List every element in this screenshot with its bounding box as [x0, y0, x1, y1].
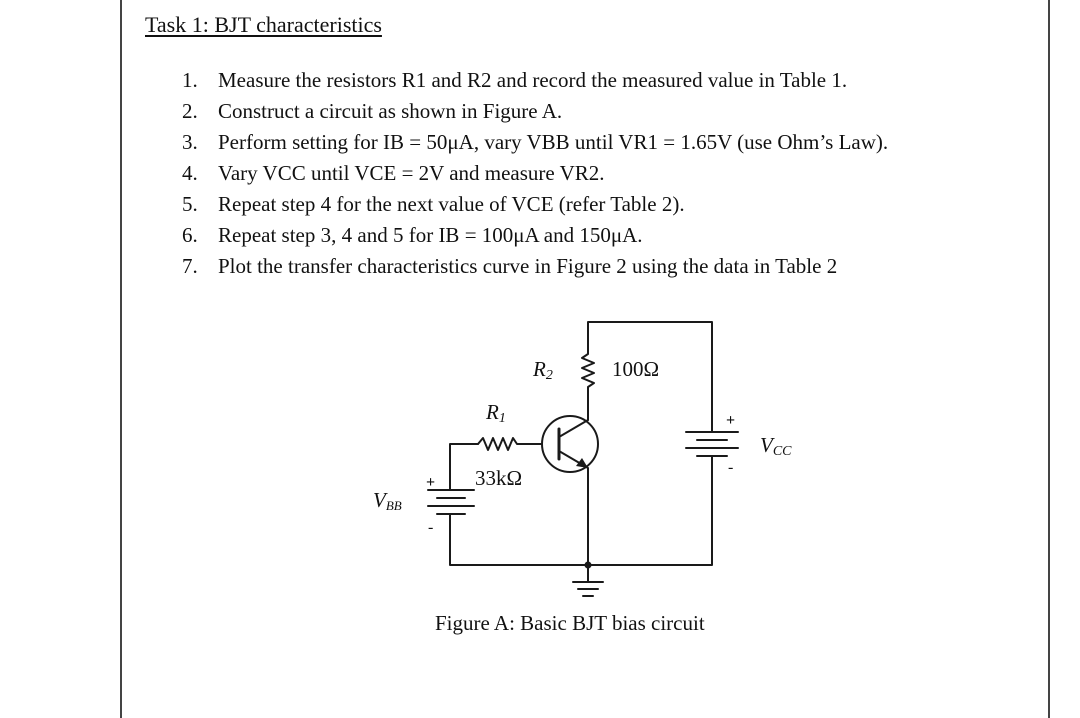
junction-dot [584, 561, 592, 569]
step-number: 2. [182, 99, 198, 123]
transistor-body [541, 415, 599, 473]
step-number: 4. [182, 161, 198, 185]
wire-top [587, 321, 713, 433]
step-text: Construct a circuit as shown in Figure A… [218, 99, 563, 123]
vbb-minus: - [428, 519, 433, 536]
list-item: 1. Measure the resistors R1 and R2 and re… [182, 65, 888, 96]
step-number: 5. [182, 192, 198, 216]
vbb-plus: + [426, 474, 435, 491]
r2-label: R2 [532, 357, 553, 383]
step-number: 7. [182, 254, 198, 278]
step-number: 1. [182, 68, 198, 92]
step-text: Vary VCC until VCE = 2V and measure VR2. [218, 161, 605, 185]
list-item: 6. Repeat step 3, 4 and 5 for IB = 100μA … [182, 220, 888, 251]
step-text: Repeat step 3, 4 and 5 for IB = 100μA an… [218, 223, 643, 247]
list-item: 3. Perform setting for IB = 50μA, vary VB… [182, 127, 888, 158]
page-frame [120, 0, 1050, 718]
vcc-minus: - [728, 459, 733, 476]
wire-right [449, 455, 713, 566]
r2-resistor [581, 346, 595, 421]
step-list: 1. Measure the resistors R1 and R2 and re… [182, 65, 888, 282]
list-item: 2. Construct a circuit as shown in Figure… [182, 96, 888, 127]
step-text: Perform setting for IB = 50μA, vary VBB … [218, 130, 889, 154]
list-item: 5. Repeat step 4 for the next value of VC… [182, 189, 888, 220]
transistor-collector [558, 419, 589, 438]
vbb-label: VBB [373, 488, 402, 513]
vcc-label: VCC [760, 433, 792, 459]
emitter-arrow [576, 458, 588, 468]
r1-resistor [477, 437, 543, 451]
task-title: Task 1: BJT characteristics [145, 12, 382, 37]
vcc-plus: + [726, 412, 735, 429]
wire-left [449, 443, 479, 491]
list-item: 4. Vary VCC until VCE = 2V and measure VR… [182, 158, 888, 189]
step-number: 3. [182, 130, 198, 154]
step-text: Measure the resistors R1 and R2 and reco… [218, 68, 848, 92]
r1-label: R1 [485, 400, 506, 426]
figure-caption: Figure A: Basic BJT bias circuit [435, 611, 705, 635]
step-number: 6. [182, 223, 198, 247]
r1-value: 33kΩ [475, 466, 522, 490]
step-text: Repeat step 4 for the next value of VCE … [218, 192, 685, 216]
list-item: 7. Plot the transfer characteristics curv… [182, 251, 888, 282]
r2-value: 100Ω [612, 357, 659, 381]
step-text: Plot the transfer characteristics curve … [218, 254, 838, 278]
